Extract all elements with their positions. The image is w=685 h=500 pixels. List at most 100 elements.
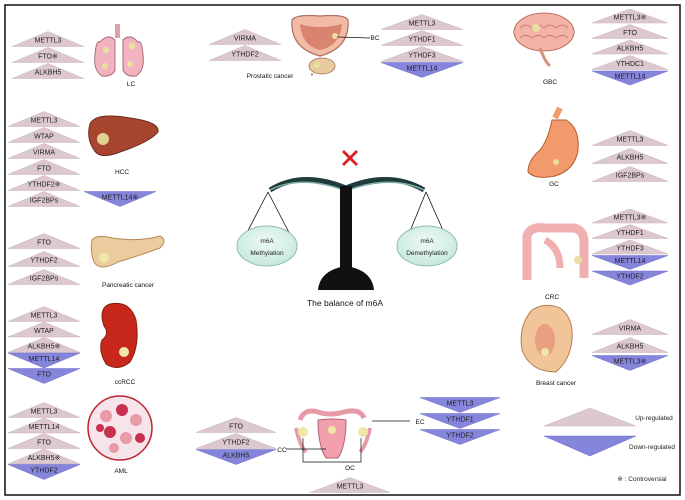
up-triangle <box>380 46 464 62</box>
up-triangle <box>11 63 85 79</box>
up-triangle <box>591 166 669 182</box>
regulator-label: VIRMA <box>234 36 257 43</box>
down-triangle <box>195 449 277 465</box>
regulator-label: METTL14 <box>407 66 438 73</box>
up-triangle <box>591 55 669 70</box>
regulator-label: IGF2BPs <box>30 198 59 205</box>
right-pan-line1: m6A <box>420 238 434 245</box>
regulator-label: METTL3 <box>31 118 58 125</box>
up-triangle <box>7 306 81 322</box>
up-triangle <box>7 111 81 127</box>
label-breast: Breast cancer <box>536 380 577 387</box>
group-hcc_down: METTL14※ <box>83 191 157 207</box>
legend-up-triangle <box>543 407 637 427</box>
regulator-label: METTL14 <box>615 74 646 81</box>
regulator-label: METTL14※ <box>102 195 139 202</box>
up-triangle <box>195 433 277 449</box>
down-triangle <box>419 413 501 429</box>
regulator-label: YTHDF2 <box>30 468 57 475</box>
uterus-illustration <box>294 408 372 459</box>
regulator-label: WTAP <box>34 328 54 335</box>
down-triangle <box>380 62 464 78</box>
regulator-label: FTO <box>229 424 243 431</box>
regulator-label: YTHDF1 <box>446 417 473 424</box>
up-triangle <box>7 233 81 249</box>
pancreas-illustration <box>90 235 165 268</box>
right-pan <box>396 225 458 267</box>
regulator-label: METTL3 <box>31 313 58 320</box>
bladder-illustration <box>291 14 349 75</box>
regulator-label: ALKBH5 <box>35 70 62 77</box>
label-pancreatic: Pancreatic cancer <box>102 282 155 289</box>
up-triangle <box>591 24 669 39</box>
regulator-label: FTO <box>37 240 51 247</box>
label-bc: BC <box>370 35 379 42</box>
bc-pointer <box>336 36 371 39</box>
up-triangle <box>591 319 669 335</box>
regulator-label: YTHDF2 <box>30 258 57 265</box>
up-triangle <box>208 29 282 45</box>
left-pan-line1: m6A <box>260 238 274 245</box>
label-ec: EC <box>415 419 424 426</box>
regulator-label: VIRMA <box>619 326 642 333</box>
left-pan <box>236 225 298 267</box>
up-triangle <box>7 175 81 191</box>
regulator-label: YTHDF3 <box>616 246 643 253</box>
regulator-label: METTL14 <box>29 356 60 363</box>
legend-down-triangle <box>543 435 637 457</box>
regulator-label: METTL3 <box>35 38 62 45</box>
up-triangle <box>591 39 669 55</box>
legend-down-label: Down-regulated <box>629 444 675 451</box>
regulator-label: METTL3※ <box>614 15 647 22</box>
regulator-label: METTL14 <box>615 258 646 265</box>
regulator-label: METTL3※ <box>614 359 647 366</box>
label-crc: CRC <box>545 294 559 301</box>
regulator-label: FTO <box>37 440 51 447</box>
down-triangle <box>591 270 669 286</box>
up-triangle <box>11 47 85 63</box>
label-lc: LC <box>127 81 136 88</box>
scale-post <box>340 186 352 268</box>
breast-illustration <box>520 304 573 373</box>
regulator-label: FTO <box>37 372 51 379</box>
up-triangle <box>208 45 282 61</box>
up-triangle <box>7 251 81 267</box>
up-triangle <box>591 239 669 255</box>
right-pan-line2: Demethylation <box>406 250 448 257</box>
up-triangle <box>11 31 85 47</box>
label-gbc: GBC <box>543 79 557 86</box>
label-prostate: Prostatic cancer <box>247 73 294 80</box>
legend-controversial: ※ : Controversial <box>617 476 667 483</box>
regulator-label: YTHDF2 <box>446 433 473 440</box>
regulator-label: METTL3 <box>337 484 364 491</box>
up-triangle <box>7 337 81 353</box>
regulator-label: METTL3 <box>31 409 58 416</box>
brain-illustration <box>513 12 575 68</box>
up-triangle <box>309 477 391 493</box>
regulator-label: FTO <box>623 30 637 37</box>
regulator-label: YTHDF2※ <box>27 182 60 189</box>
regulator-label: YTHDF2 <box>222 440 249 447</box>
balance-title: The balance of m6A <box>307 298 383 308</box>
cross-icon <box>342 150 358 166</box>
regulator-label: ALKBH5※ <box>28 344 61 351</box>
label-cc: CC <box>277 447 287 454</box>
colon-illustration <box>522 223 589 280</box>
regulator-label: METTL3 <box>617 137 644 144</box>
up-triangle <box>7 448 81 465</box>
liver-illustration <box>88 115 159 156</box>
label-oc: OC <box>345 465 355 472</box>
down-triangle <box>591 255 669 270</box>
down-triangle <box>83 191 157 207</box>
up-triangle <box>7 143 81 159</box>
label-gc: GC <box>549 181 559 188</box>
